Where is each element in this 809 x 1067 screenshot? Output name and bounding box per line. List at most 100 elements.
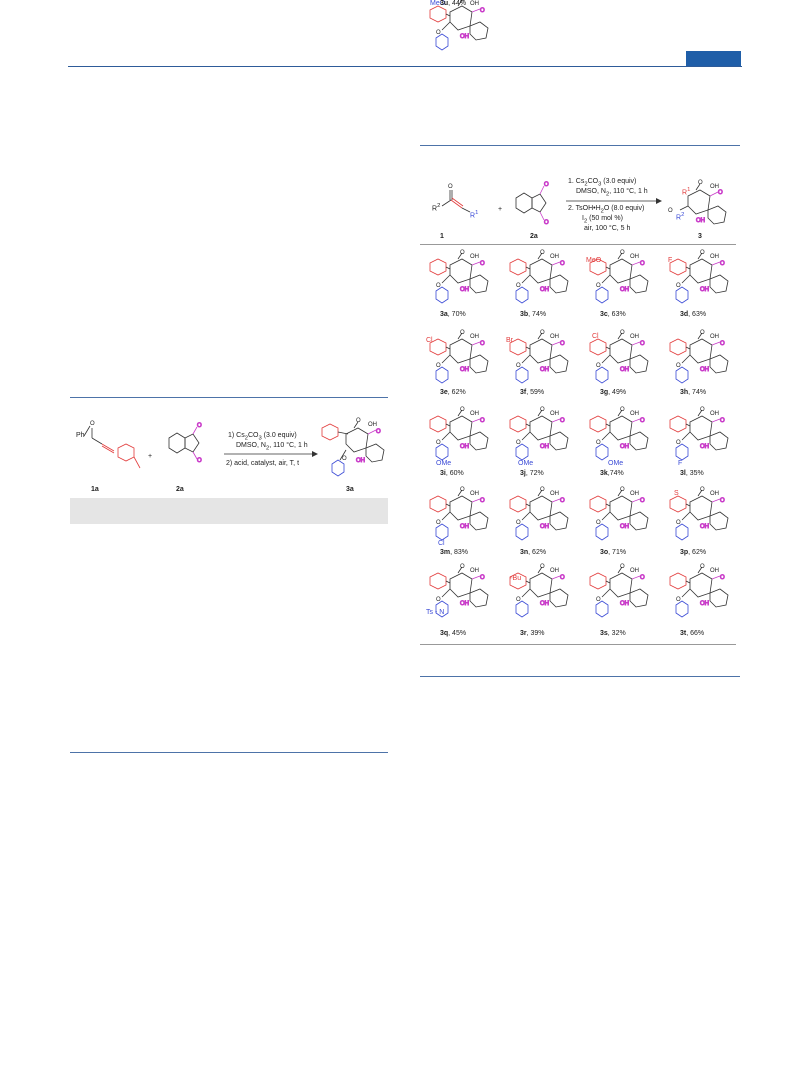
product-3-label: 3 bbox=[698, 233, 702, 240]
product-yield: , 71% bbox=[608, 549, 627, 556]
product-id: 3i bbox=[440, 470, 446, 477]
svg-text:O: O bbox=[560, 498, 565, 504]
scheme-plus-right: + bbox=[498, 206, 503, 213]
reactant-1-label: 1 bbox=[440, 233, 444, 240]
product-3f-yield-label: 3f, 59% bbox=[520, 389, 544, 396]
table-header-band bbox=[70, 498, 388, 524]
svg-text:O: O bbox=[480, 261, 485, 267]
svg-text:OH: OH bbox=[470, 254, 479, 260]
svg-text:O: O bbox=[516, 440, 521, 446]
reactant-1a-ph-group: Ph bbox=[76, 432, 85, 439]
reactant-1-r2: R2 bbox=[432, 203, 441, 213]
svg-text:O: O bbox=[640, 418, 645, 424]
product-id: 3g bbox=[600, 389, 609, 396]
product-id: 3o bbox=[600, 549, 609, 556]
svg-text:O: O bbox=[197, 423, 202, 429]
svg-text:O: O bbox=[436, 363, 441, 369]
product-3-structure: O OH O O OH bbox=[668, 180, 727, 225]
product-id: 3e bbox=[440, 389, 448, 396]
scheme-header-divider bbox=[420, 244, 736, 245]
product-3-r1: R1 bbox=[682, 187, 691, 197]
svg-text:OH: OH bbox=[620, 287, 629, 293]
product-3t-yield-label: 3t, 66% bbox=[680, 630, 704, 637]
product-3l-substituent: F bbox=[678, 460, 683, 467]
product-id: 3k bbox=[600, 470, 608, 477]
svg-text:OH: OH bbox=[550, 411, 559, 417]
product-3g-substituent: Cl bbox=[592, 333, 599, 340]
right-condition-line-5: air, 100 °C, 5 h bbox=[584, 225, 631, 232]
product-id: 3c bbox=[600, 311, 608, 318]
product-3k-substituent: OMe bbox=[608, 460, 624, 467]
product-id: 3s bbox=[600, 630, 608, 637]
svg-text:O: O bbox=[460, 330, 465, 336]
svg-text:OH: OH bbox=[630, 491, 639, 497]
svg-text:O: O bbox=[90, 421, 95, 427]
product-id: 3l bbox=[680, 470, 686, 477]
product-3o-yield-label: 3o, 71% bbox=[600, 549, 626, 556]
product-3h-yield-label: 3h, 74% bbox=[680, 389, 706, 396]
svg-text:OH: OH bbox=[470, 568, 479, 574]
scheme-top-rule bbox=[420, 145, 740, 146]
product-3g-yield-label: 3g, 49% bbox=[600, 389, 626, 396]
product-3p-substituent: S bbox=[674, 490, 679, 497]
product-3l-yield-label: 3l, 35% bbox=[680, 470, 704, 477]
svg-text:O: O bbox=[620, 487, 625, 493]
product-id: 3p bbox=[680, 549, 689, 556]
product-id: 3r bbox=[520, 630, 527, 637]
product-3b-yield-label: 3b, 74% bbox=[520, 311, 546, 318]
product-id: 3h bbox=[680, 389, 689, 396]
svg-text:O: O bbox=[596, 597, 601, 603]
svg-text:O: O bbox=[700, 487, 705, 493]
svg-text:O: O bbox=[720, 261, 725, 267]
svg-text:OH: OH bbox=[460, 601, 469, 607]
svg-text:O: O bbox=[540, 330, 545, 336]
product-3j-substituent: OMe bbox=[518, 460, 534, 467]
product-yield: , 59% bbox=[526, 389, 545, 396]
product-yield: ,74% bbox=[607, 470, 624, 477]
svg-text:O: O bbox=[698, 180, 703, 186]
svg-text:O: O bbox=[480, 498, 485, 504]
product-id: 3d bbox=[680, 311, 689, 318]
product-id: 3m bbox=[440, 549, 451, 556]
svg-text:O: O bbox=[480, 418, 485, 424]
left-condition-line-1: 1) Cs2CO3 (3.0 equiv) bbox=[228, 432, 297, 442]
svg-text:OH: OH bbox=[700, 287, 709, 293]
svg-text:O: O bbox=[640, 341, 645, 347]
product-id: 3n bbox=[520, 549, 529, 556]
svg-text:O: O bbox=[596, 283, 601, 289]
right-condition-line-3: 2. TsOH•H2O (8.0 equiv) bbox=[568, 205, 645, 215]
product-yield: , 74% bbox=[528, 311, 547, 318]
svg-text:O: O bbox=[540, 564, 545, 570]
product-id: 3b bbox=[520, 311, 529, 318]
reaction-arrow-right bbox=[566, 198, 662, 204]
svg-text:O: O bbox=[436, 597, 441, 603]
product-3c-yield-label: 3c, 63% bbox=[600, 311, 626, 318]
svg-text:O: O bbox=[460, 250, 465, 256]
product-3k-yield-label: 3k,74% bbox=[600, 470, 624, 477]
svg-text:OH: OH bbox=[696, 218, 705, 224]
svg-text:O: O bbox=[480, 575, 485, 581]
reactant-2a-structure: O O bbox=[168, 423, 203, 465]
product-3c-substituent: MeO bbox=[586, 257, 602, 264]
svg-text:O: O bbox=[596, 363, 601, 369]
product-yield: , 60% bbox=[445, 470, 464, 477]
product-yield: , 66% bbox=[686, 630, 705, 637]
svg-text:OH: OH bbox=[710, 411, 719, 417]
reactant-2a-structure-right: O O bbox=[515, 182, 550, 227]
header-rule bbox=[68, 66, 742, 67]
svg-text:O: O bbox=[700, 407, 705, 413]
svg-text:OH: OH bbox=[470, 411, 479, 417]
svg-text:O: O bbox=[676, 363, 681, 369]
svg-text:O: O bbox=[720, 498, 725, 504]
svg-text:O: O bbox=[560, 341, 565, 347]
product-yield: , 83% bbox=[450, 549, 469, 556]
header-corner-tab bbox=[686, 51, 741, 67]
svg-text:OH: OH bbox=[470, 1, 479, 7]
